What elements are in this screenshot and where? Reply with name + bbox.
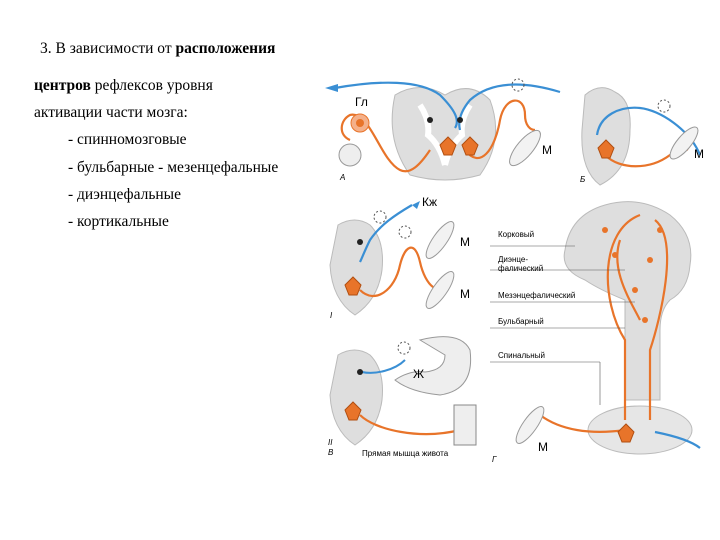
efferent-path-a1 <box>340 113 431 173</box>
panel-a: Гл М А <box>318 78 568 188</box>
spinal-cord-v2 <box>329 349 383 446</box>
panel-v2: Ж Прямая мышца живота II В <box>328 336 477 458</box>
muscle-b <box>669 126 699 160</box>
spinal-cord-b <box>581 87 631 186</box>
afferent-path-v2 <box>361 359 406 374</box>
brain-outline <box>563 201 692 401</box>
label-m-v1a: М <box>460 235 470 249</box>
label-m-g: М <box>538 440 548 454</box>
label-kzh: Кж <box>422 195 437 209</box>
label-diencephalic-2: фалический <box>498 264 543 273</box>
list-item-cortical: - кортикальные <box>68 213 169 230</box>
heading-number: 3. В зависимости от <box>40 40 176 57</box>
panel-b: М Б <box>580 87 704 186</box>
heading-line-1: 3. В зависимости от расположения <box>40 40 275 58</box>
letter-v1: I <box>330 311 333 320</box>
heading-line-3: активации части мозга: <box>34 104 188 121</box>
label-spinal: Спинальный <box>498 351 545 360</box>
panel-v1: Кж М М I <box>329 195 470 320</box>
heading-bold-1: расположения <box>175 40 276 57</box>
afferent-path-a <box>334 81 458 129</box>
heading-line-2: центров рефлексов уровня <box>34 77 213 95</box>
label-m-b: М <box>694 147 704 161</box>
efferent-path-a2 <box>464 99 536 159</box>
heading-rest: рефлексов уровня <box>90 77 213 94</box>
label-cortical: Корковый <box>498 230 534 239</box>
spinal-cord-a1 <box>391 87 497 181</box>
list-item-bulbar: - бульбарные - мезенцефальные <box>68 159 279 176</box>
letter-g: Г <box>492 455 497 464</box>
abdominal-muscle <box>453 404 477 446</box>
stomach <box>394 336 472 396</box>
spinal-cord-g <box>587 405 693 455</box>
efferent-out-g <box>539 414 626 433</box>
efferent-path-v2 <box>359 414 461 436</box>
letter-v: В <box>328 448 334 457</box>
panel-g: Корковый Диэнце- фалический Мезэнцефалич… <box>490 201 701 464</box>
label-m-a: М <box>542 143 552 157</box>
heading-bold-2: центров <box>34 77 91 94</box>
muscle-g <box>515 406 545 444</box>
label-bulbar: Бульбарный <box>498 317 544 326</box>
label-zh: Ж <box>413 367 424 381</box>
afferent-in-g <box>654 430 701 449</box>
caption-abdominal: Прямая мышца живота <box>362 449 449 458</box>
label-gl: Гл <box>355 95 368 109</box>
muscle-a <box>509 129 541 167</box>
label-diencephalic-1: Диэнце- <box>498 255 528 264</box>
list-item-spinal: - спинномозговые <box>68 131 187 148</box>
eye-receptor-a <box>338 143 362 167</box>
letter-v2: II <box>328 438 333 447</box>
list-item-diencephalic: - диэнцефальные <box>68 186 181 203</box>
label-m-v1b: М <box>460 287 470 301</box>
label-mesencephalic: Мезэнцефалический <box>498 291 575 300</box>
letter-b: Б <box>580 175 585 184</box>
muscle-v1a <box>425 221 455 259</box>
letter-a: А <box>339 173 345 182</box>
afferent-path-v1 <box>359 204 413 263</box>
muscle-v1b <box>425 271 455 309</box>
